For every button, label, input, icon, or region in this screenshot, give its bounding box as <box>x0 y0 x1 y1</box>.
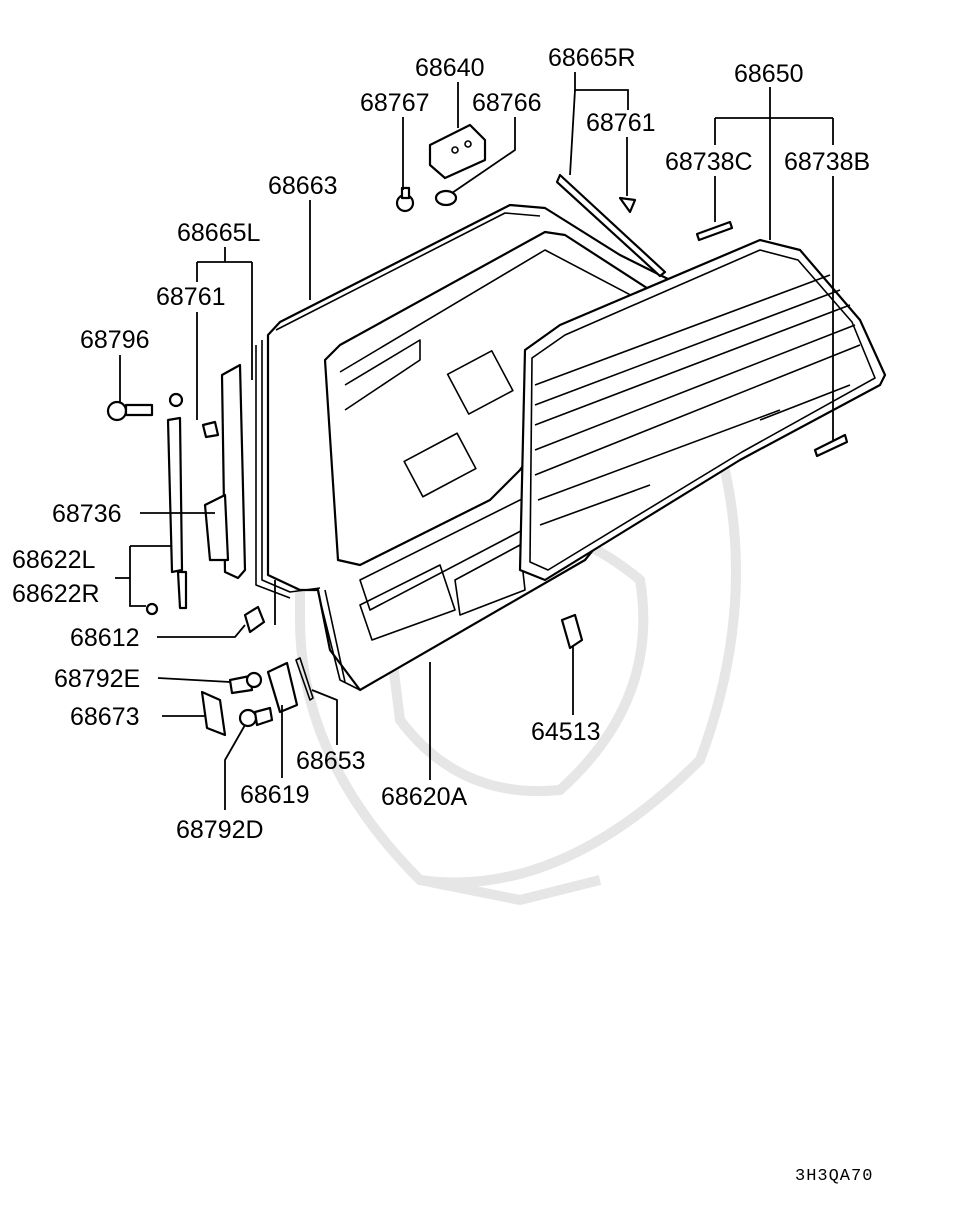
label-68792D: 68792D <box>176 816 264 844</box>
weatherstrip-68665L <box>203 363 247 580</box>
part-labels: 68640 68665R 68650 68767 68766 68761 687… <box>12 44 873 1186</box>
label-68650: 68650 <box>734 60 804 88</box>
label-68792E: 68792E <box>54 665 140 693</box>
bolt-68792E <box>228 671 263 695</box>
plate-68673 <box>200 690 227 737</box>
bolt-68792D <box>238 706 274 728</box>
bumper-68612 <box>243 605 266 634</box>
bolt-68767 <box>395 186 415 213</box>
label-68665L: 68665L <box>177 219 261 247</box>
gas-strut-68736 <box>145 392 188 616</box>
label-68761-right: 68761 <box>586 109 656 137</box>
spacer-68738C <box>695 220 734 242</box>
label-68665R: 68665R <box>548 44 636 72</box>
diagram-code: 3H3QA70 <box>795 1167 873 1186</box>
gasket-68653 <box>295 657 314 701</box>
label-68622L: 68622L <box>12 546 96 574</box>
label-68673: 68673 <box>70 703 140 731</box>
rear-glass <box>518 238 887 582</box>
label-68663: 68663 <box>268 172 338 200</box>
label-68620A: 68620A <box>381 783 468 811</box>
spacer-68738B <box>813 433 849 458</box>
label-68796: 68796 <box>80 326 150 354</box>
clip-68761-left <box>201 420 220 439</box>
label-68612: 68612 <box>70 624 140 652</box>
bolt-68796 <box>106 400 154 422</box>
label-64513: 64513 <box>531 718 601 746</box>
label-68766: 68766 <box>472 89 542 117</box>
nut-68766 <box>434 189 458 207</box>
label-68761-left: 68761 <box>156 283 226 311</box>
clip-68761-right <box>618 196 637 214</box>
hinge-68640 <box>428 123 487 180</box>
label-68738B: 68738B <box>784 148 870 176</box>
clip-64513 <box>560 613 584 650</box>
label-68640: 68640 <box>415 54 485 82</box>
cover-68619 <box>266 661 299 714</box>
label-68619: 68619 <box>240 781 310 809</box>
label-68653: 68653 <box>296 747 366 775</box>
leader-lines <box>115 72 834 810</box>
weatherstrip-68665R <box>555 173 667 278</box>
label-68738C: 68738C <box>665 148 753 176</box>
label-68767: 68767 <box>360 89 430 117</box>
label-68736: 68736 <box>52 500 122 528</box>
label-68622R: 68622R <box>12 580 100 608</box>
